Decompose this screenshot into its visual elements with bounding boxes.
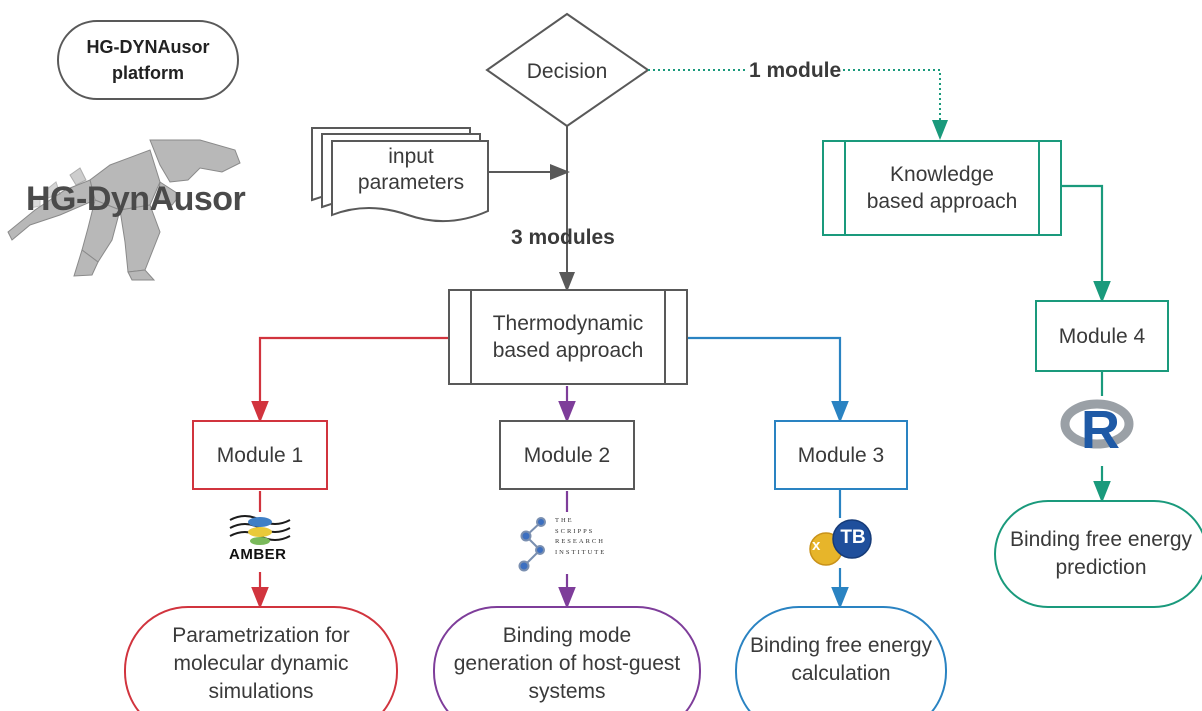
knowledge-approach-node: Knowledge based approach <box>822 140 1062 236</box>
edge-thermo-module3 <box>688 336 849 423</box>
input-parameters-label: input parameters <box>357 145 465 194</box>
input-parameters-shape <box>311 127 489 223</box>
scripps-logo-text: The Scripps Research Institute <box>555 517 607 556</box>
logo-text: HG-DynAusor <box>26 180 246 218</box>
thermodynamic-approach-node: Thermodynamic based approach <box>448 289 688 385</box>
module-2-node: Module 2 <box>499 420 635 490</box>
edge-thermo-module1 <box>251 336 448 423</box>
edge-knowledge-module4 <box>1062 184 1111 303</box>
edge-decision-knowledge <box>648 69 948 140</box>
knowledge-approach-label: Knowledge based approach <box>866 163 1018 213</box>
platform-label: HG-DYNAusor platform <box>57 20 239 100</box>
output-3-node: Binding free energy calculation <box>735 606 947 711</box>
edge-label-one-module: 1 module <box>747 59 844 83</box>
decision-label: Decision <box>526 59 608 83</box>
output-1-node: Parametrization for molecular dynamic si… <box>124 606 398 711</box>
output-4-node: Binding free energy prediction <box>994 500 1202 608</box>
output-2-node: Binding mode generation of host-guest sy… <box>433 606 701 711</box>
module-1-node: Module 1 <box>192 420 328 490</box>
amber-logo-text: AMBER <box>229 546 287 563</box>
xtb-icon <box>809 519 872 566</box>
r-logo-text: R <box>1081 400 1120 460</box>
module-3-node: Module 3 <box>774 420 908 490</box>
module-4-node: Module 4 <box>1035 300 1169 372</box>
thermodynamic-approach-label: Thermodynamic based approach <box>492 312 644 362</box>
r-logo-icon <box>1060 399 1134 449</box>
t-rex-icon <box>7 139 241 281</box>
amber-icon <box>229 515 291 545</box>
edge-label-three-modules: 3 modules <box>511 226 615 249</box>
scripps-icon <box>518 517 546 572</box>
